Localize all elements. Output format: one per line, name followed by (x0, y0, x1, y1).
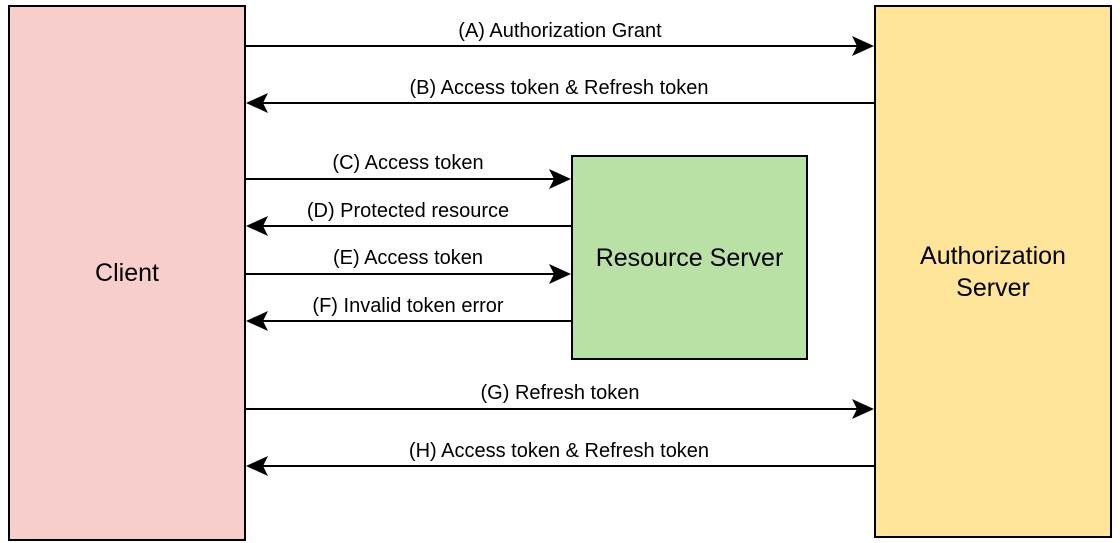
edge-b-label: (B) Access token & Refresh token (409, 77, 709, 99)
edge-g-label: (G) Refresh token (480, 382, 640, 404)
authorization-server-node: Authorization Server (874, 5, 1112, 538)
edge-e-arrow (246, 264, 571, 284)
authorization-server-label: Authorization Server (920, 241, 1066, 302)
edge-f-label: (F) Invalid token error (312, 295, 504, 317)
edge-h-arrow (246, 456, 874, 476)
client-label: Client (95, 259, 159, 287)
edge-d-arrow (246, 216, 571, 236)
edge-c-label: (C) Access token (332, 152, 484, 174)
resource-server-node: Resource Server (571, 155, 808, 360)
edge-e-label: (E) Access token (332, 247, 484, 269)
edge-d-label: (D) Protected resource (306, 200, 510, 222)
edge-a-arrow (246, 36, 874, 56)
resource-server-label: Resource Server (595, 243, 784, 272)
edge-a-label: (A) Authorization Grant (458, 20, 662, 42)
edge-h-label: (H) Access token & Refresh token (408, 440, 710, 462)
edge-c-arrow (246, 169, 571, 189)
client-node: Client (8, 5, 246, 541)
edge-b-arrow (246, 93, 874, 113)
edge-f-arrow (246, 311, 571, 331)
edge-g-arrow (246, 399, 874, 419)
